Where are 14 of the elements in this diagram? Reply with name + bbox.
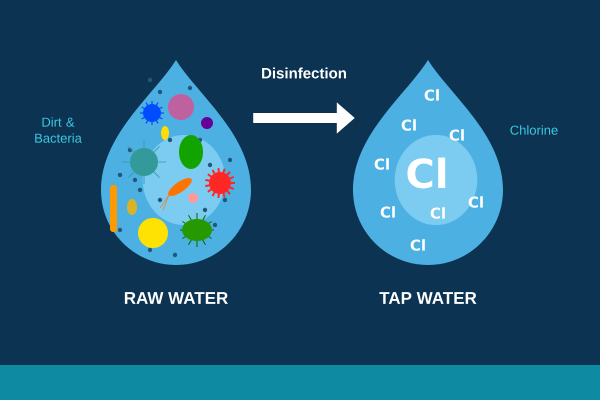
chlorine-symbol: Cl xyxy=(430,207,445,219)
drop-heading: RAW WATER xyxy=(124,292,228,304)
side-label: Chlorine xyxy=(510,125,558,135)
side-label: Dirt & Bacteria xyxy=(35,117,82,143)
chlorine-symbol: Cl xyxy=(402,119,416,131)
drop-heading: TAP WATER xyxy=(379,292,476,304)
chlorine-symbol: Cl xyxy=(450,129,464,141)
chlorine-symbol: Cl xyxy=(468,196,483,208)
chlorine-symbol: Cl xyxy=(374,158,389,170)
chlorine-symbol: Cl xyxy=(380,206,395,218)
chlorine-symbol: Cl xyxy=(407,158,446,188)
chlorine-symbol: Cl xyxy=(424,89,439,101)
edge-label: Disinfection xyxy=(262,68,346,78)
chlorine-symbol: Cl xyxy=(410,239,425,251)
